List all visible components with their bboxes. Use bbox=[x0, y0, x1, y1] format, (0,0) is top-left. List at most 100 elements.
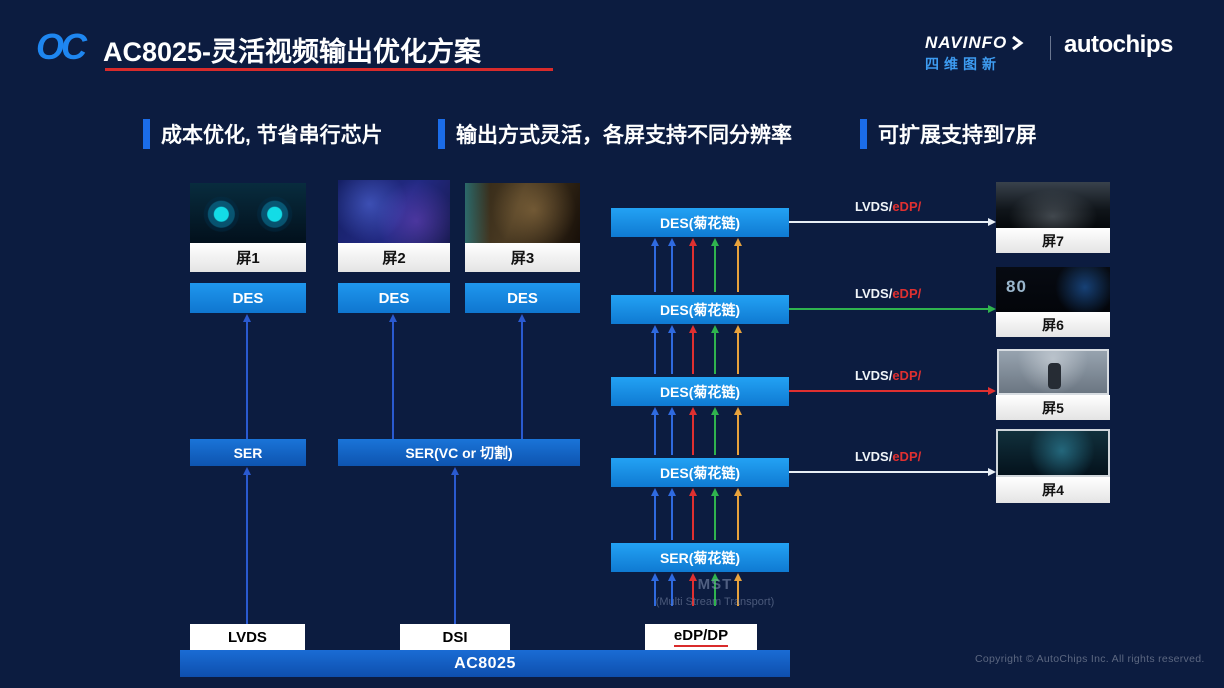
screen5-label: 屏5 bbox=[996, 395, 1110, 420]
screen7-label: 屏7 bbox=[996, 228, 1110, 253]
stream-arrow bbox=[688, 325, 697, 374]
chain-des-box-3: DES(菊花链) bbox=[611, 377, 789, 406]
screen1-label: 屏1 bbox=[190, 243, 306, 272]
bullet-text: 成本优化, 节省串行芯片 bbox=[161, 124, 383, 147]
chain-des-box-4: DES(菊花链) bbox=[611, 458, 789, 487]
navinfo-logo-text: NAVINFO bbox=[925, 33, 1008, 52]
stream-arrow bbox=[667, 407, 676, 455]
screen5-thumbnail bbox=[997, 349, 1109, 395]
des2-ser-link-arrow bbox=[388, 314, 397, 439]
mst-label: MST bbox=[697, 576, 733, 593]
screen6-label: 屏6 bbox=[996, 312, 1110, 337]
title-underline bbox=[105, 68, 553, 71]
screen2-label: 屏2 bbox=[338, 243, 450, 272]
screen3-label: 屏3 bbox=[465, 243, 580, 272]
screen3-thumbnail bbox=[465, 183, 580, 243]
link-label-screen5: LVDS/eDP/ bbox=[855, 368, 921, 383]
screen6-label-text: 屏6 bbox=[1042, 316, 1064, 333]
ser1-box: SER bbox=[190, 439, 306, 466]
screen7-label-text: 屏7 bbox=[1042, 232, 1064, 249]
des1-ser-link-arrow bbox=[242, 314, 251, 439]
stream-arrow bbox=[710, 407, 719, 455]
link-edp-text: eDP/ bbox=[892, 449, 922, 464]
screen7-thumbnail bbox=[996, 182, 1110, 228]
screen6-thumbnail: 80 bbox=[996, 267, 1110, 312]
autochips-oc-logo-icon: OC bbox=[36, 26, 87, 67]
des3-text: DES bbox=[507, 289, 538, 307]
dsi-ser-link-arrow bbox=[450, 467, 459, 624]
screen5-label-text: 屏5 bbox=[1042, 399, 1064, 416]
chain-des-text-1: DES(菊花链) bbox=[659, 214, 741, 231]
screen4-label: 屏4 bbox=[996, 477, 1110, 503]
port-lvds-text: LVDS bbox=[228, 628, 267, 646]
mst-full-label: (Multi Stream Transport) bbox=[655, 596, 775, 608]
navinfo-logo: NAVINFO bbox=[925, 33, 1024, 53]
chain-des-box-1: DES(菊花链) bbox=[611, 208, 789, 237]
chain-des-text-4: DES(菊花链) bbox=[659, 464, 741, 481]
stream-arrow bbox=[650, 573, 659, 606]
copyright-notice: Copyright © AutoChips Inc. All rights re… bbox=[975, 653, 1205, 665]
stream-arrow bbox=[733, 325, 742, 374]
port-dsi: DSI bbox=[400, 624, 510, 650]
bullet-text: 可扩展支持到7屏 bbox=[878, 124, 1037, 147]
link-edp-text: eDP/ bbox=[892, 199, 922, 214]
stream-arrow bbox=[667, 238, 676, 292]
stream-arrow bbox=[733, 488, 742, 540]
des1-text: DES bbox=[232, 289, 264, 307]
bullet-seven-screens: 可扩展支持到7屏 bbox=[860, 119, 1037, 149]
link-lvds-text: LVDS/ bbox=[855, 368, 893, 383]
screen1-thumbnail bbox=[190, 183, 306, 243]
page-title: AC8025-灵活视频输出优化方案 bbox=[103, 37, 482, 67]
navinfo-chinese-name: 四维图新 bbox=[925, 56, 1001, 72]
screen2-thumbnail bbox=[338, 180, 450, 243]
navinfo-chevron-icon bbox=[1012, 35, 1024, 51]
stream-arrow bbox=[710, 238, 719, 292]
port-edp-dp-text: eDP/DP bbox=[673, 627, 729, 647]
link-label-screen7: LVDS/eDP/ bbox=[855, 199, 921, 214]
screen1-label-text: 屏1 bbox=[236, 250, 260, 267]
stream-arrow bbox=[667, 488, 676, 540]
des3-ser-link-arrow bbox=[517, 314, 526, 439]
screen4-label-text: 屏4 bbox=[1042, 482, 1064, 498]
port-edp-dp: eDP/DP bbox=[645, 624, 757, 650]
chain-des-text-2: DES(菊花链) bbox=[659, 301, 741, 318]
chain-ser-box: SER(菊花链) bbox=[611, 543, 789, 572]
stream-arrow bbox=[667, 325, 676, 374]
screen6-speed-readout: 80 bbox=[1006, 277, 1027, 296]
stream-arrow bbox=[650, 325, 659, 374]
link-edp-text: eDP/ bbox=[892, 368, 922, 383]
link-arrow-screen4 bbox=[789, 467, 996, 476]
link-arrow-screen5 bbox=[789, 386, 996, 395]
stream-arrow bbox=[710, 488, 719, 540]
stream-arrow bbox=[688, 238, 697, 292]
ser2-text: SER(VC or 切割) bbox=[405, 444, 513, 461]
stream-arrow bbox=[650, 407, 659, 455]
chain-des-box-2: DES(菊花链) bbox=[611, 295, 789, 324]
link-label-screen4: LVDS/eDP/ bbox=[855, 449, 921, 464]
link-edp-text: eDP/ bbox=[892, 286, 922, 301]
bullet-bar bbox=[860, 119, 867, 149]
des2-box: DES bbox=[338, 283, 450, 313]
bullet-flexible-output: 输出方式灵活，各屏支持不同分辨率 bbox=[438, 119, 792, 149]
chain-ser-text: SER(菊花链) bbox=[659, 549, 741, 566]
des2-text: DES bbox=[378, 289, 410, 307]
autochips-logo: autochips bbox=[1064, 31, 1173, 58]
soc-ac8025-bar: AC8025 bbox=[180, 650, 790, 677]
lvds-ser-link-arrow bbox=[242, 467, 251, 624]
link-lvds-text: LVDS/ bbox=[855, 286, 893, 301]
stream-arrow bbox=[733, 238, 742, 292]
soc-name: AC8025 bbox=[454, 654, 516, 672]
port-dsi-text: DSI bbox=[442, 628, 468, 646]
link-lvds-text: LVDS/ bbox=[855, 449, 893, 464]
stream-arrow bbox=[650, 488, 659, 540]
logo-separator bbox=[1050, 36, 1051, 60]
bullet-bar bbox=[438, 119, 445, 149]
ser1-text: SER bbox=[233, 444, 263, 461]
stream-arrow bbox=[710, 325, 719, 374]
ser2-box: SER(VC or 切割) bbox=[338, 439, 580, 466]
screen4-thumbnail bbox=[996, 429, 1110, 477]
link-arrow-screen7 bbox=[789, 217, 996, 226]
des1-box: DES bbox=[190, 283, 306, 313]
link-label-screen6: LVDS/eDP/ bbox=[855, 286, 921, 301]
